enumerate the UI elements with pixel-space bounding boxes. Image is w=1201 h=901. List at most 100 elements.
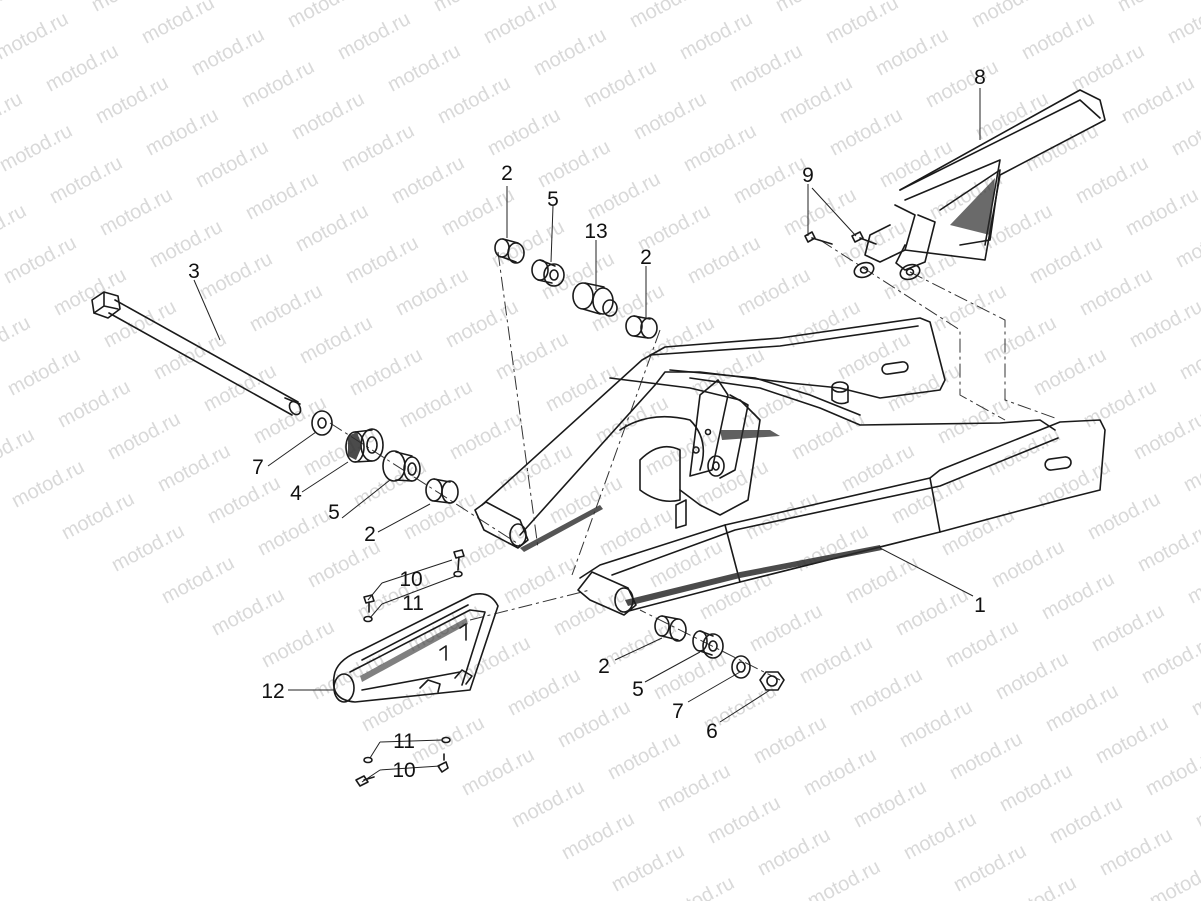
- watermark-text: motod.ru: [980, 312, 1060, 368]
- watermark-text: motod.ru: [1114, 0, 1194, 16]
- watermark-text: motod.ru: [942, 616, 1022, 672]
- watermark-text: motod.ru: [0, 8, 72, 64]
- watermark-text: motod.ru: [208, 584, 288, 640]
- callout-5-bottom: 5: [632, 678, 644, 701]
- watermark-text: motod.ru: [96, 184, 176, 240]
- watermark-text: motod.ru: [384, 40, 464, 96]
- watermark-text: motod.ru: [884, 360, 964, 416]
- watermark-text: motod.ru: [1188, 664, 1201, 720]
- watermark-text: motod.ru: [626, 0, 706, 32]
- watermark-text: motod.ru: [584, 168, 664, 224]
- watermark-text: motod.ru: [988, 536, 1068, 592]
- watermark-text: motod.ru: [350, 456, 430, 512]
- callout-2-left: 2: [364, 523, 376, 546]
- watermark-text: motod.ru: [100, 296, 180, 352]
- pivot-bolt: [91, 291, 302, 416]
- watermark-text: motod.ru: [1092, 712, 1172, 768]
- callout-2-bottom: 2: [598, 655, 610, 678]
- watermark-text: motod.ru: [204, 472, 284, 528]
- watermark-text: motod.ru: [1134, 520, 1201, 576]
- watermark-text: motod.ru: [142, 104, 222, 160]
- sleeve-top-2: [625, 315, 658, 339]
- watermark-text: motod.ru: [680, 120, 760, 176]
- watermark-text: motod.ru: [0, 120, 76, 176]
- watermark-text: motod.ru: [804, 856, 884, 901]
- watermark-text: motod.ru: [146, 216, 226, 272]
- watermark-text: motod.ru: [1038, 568, 1118, 624]
- watermark-text: motod.ru: [842, 552, 922, 608]
- watermark-text: motod.ru: [438, 184, 518, 240]
- watermark-text: motod.ru: [704, 792, 784, 848]
- callout-10-top: 10: [399, 568, 422, 591]
- watermark-text: motod.ru: [788, 408, 868, 464]
- watermark-text: motod.ru: [396, 376, 476, 432]
- watermark-text: motod.ru: [434, 72, 514, 128]
- washer-right: [731, 655, 751, 679]
- watermark-text: motod.ru: [746, 600, 826, 656]
- watermark-text: motod.ru: [0, 0, 22, 32]
- watermark-text: motod.ru: [838, 440, 918, 496]
- watermark-text: motod.ru: [676, 8, 756, 64]
- watermark-text: motod.ru: [754, 824, 834, 880]
- watermark-text: motod.ru: [530, 24, 610, 80]
- callout-10-bottom: 10: [392, 759, 415, 782]
- watermark-text: motod.ru: [630, 88, 710, 144]
- watermark-text: motod.ru: [1042, 680, 1122, 736]
- watermark-text: motod.ru: [684, 232, 764, 288]
- watermark-text: motod.ru: [196, 248, 276, 304]
- watermark-text: motod.ru: [158, 552, 238, 608]
- watermark-text: motod.ru: [888, 472, 968, 528]
- watermark-text: motod.ru: [42, 40, 122, 96]
- watermark-text: motod.ru: [288, 88, 368, 144]
- swingarm: [474, 317, 1106, 616]
- watermark-text: motod.ru: [58, 488, 138, 544]
- watermark-text: motod.ru: [508, 776, 588, 832]
- watermark-text: motod.ru: [850, 776, 930, 832]
- watermark-text: motod.ru: [1146, 856, 1201, 901]
- watermark-text: motod.ru: [1184, 552, 1201, 608]
- leader-lines: [193, 88, 981, 783]
- watermark-text: motod.ru: [1080, 376, 1160, 432]
- callout-4: 4: [290, 482, 302, 505]
- watermark-text: motod.ru: [1088, 600, 1168, 656]
- watermark-text: motod.ru: [554, 696, 634, 752]
- watermark-text: motod.ru: [658, 872, 738, 901]
- watermark-text: motod.ru: [608, 840, 688, 896]
- watermark-text: motod.ru: [504, 664, 584, 720]
- watermark-text: motod.ru: [692, 456, 772, 512]
- watermark-text: motod.ru: [1000, 872, 1080, 901]
- watermark-text: motod.ru: [792, 520, 872, 576]
- watermark-text: motod.ru: [88, 0, 168, 16]
- watermark-text: motod.ru: [492, 328, 572, 384]
- chain-guard: [853, 89, 1106, 281]
- watermark-text: motod.ru: [1142, 744, 1201, 800]
- watermark-text: motod.ru: [8, 456, 88, 512]
- watermark-text: motod.ru: [4, 344, 84, 400]
- callout-2-top-left: 2: [501, 162, 513, 185]
- watermark-text: motod.ru: [638, 312, 718, 368]
- watermark-text: motod.ru: [1072, 152, 1152, 208]
- callout-7-left: 7: [252, 456, 264, 479]
- watermark-text: motod.ru: [338, 120, 418, 176]
- watermark-text: motod.ru: [1130, 408, 1201, 464]
- watermark-text: motod.ru: [1164, 0, 1201, 48]
- watermark-text: motod.ru: [1076, 264, 1156, 320]
- watermark-text: motod.ru: [922, 56, 1002, 112]
- watermark-text: motod.ru: [654, 760, 734, 816]
- callout-13: 13: [584, 220, 607, 243]
- nut-right: [759, 671, 785, 691]
- watermark-text: motod.ru: [892, 584, 972, 640]
- watermark-text: motod.ru: [1192, 776, 1201, 832]
- callout-1: 1: [974, 594, 986, 617]
- watermark-text: motod.ru: [0, 200, 30, 256]
- watermark-text: motod.ru: [392, 264, 472, 320]
- watermark-text: motod.ru: [1026, 232, 1106, 288]
- watermark-text: motod.ru: [292, 200, 372, 256]
- watermark-text: motod.ru: [1068, 40, 1148, 96]
- callout-labels: 1 2 2 2 2 3 4 5 5 5 6 7 7 8 9 10 10 11 1…: [188, 66, 986, 782]
- watermark-text: motod.ru: [108, 520, 188, 576]
- watermark-text: motod.ru: [800, 744, 880, 800]
- watermark-text: motod.ru: [0, 88, 26, 144]
